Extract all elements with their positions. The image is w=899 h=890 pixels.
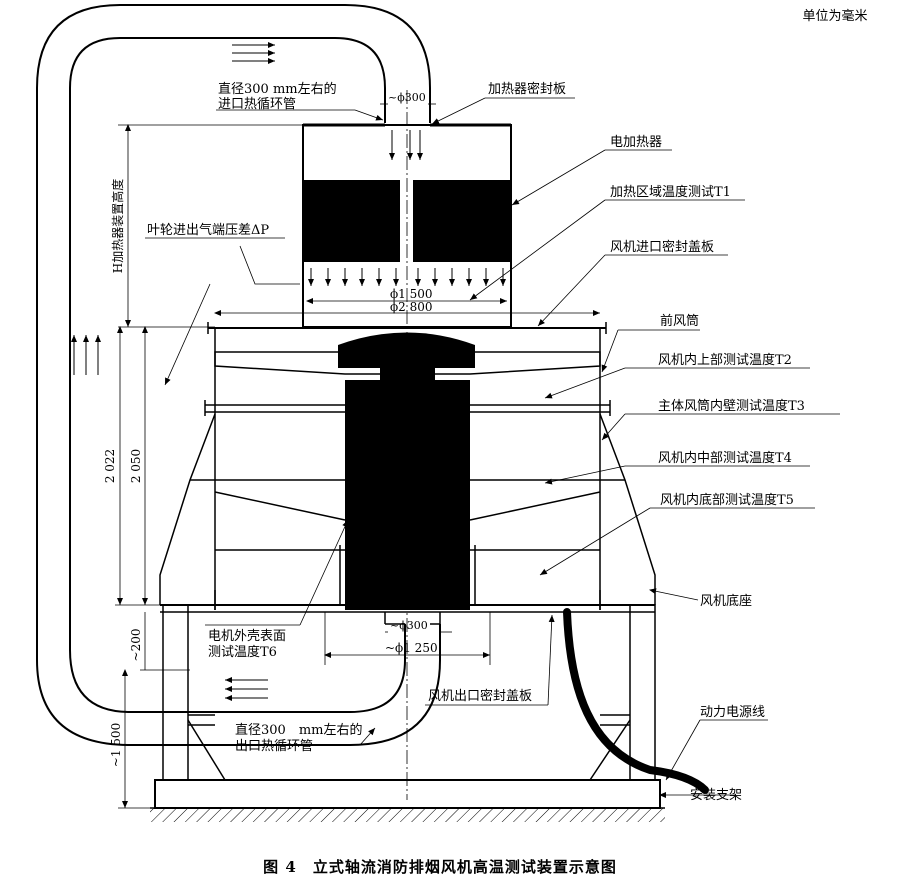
- heater-element-right: [413, 180, 511, 262]
- label-middle-temp: 风机内中部测试温度T4: [658, 450, 792, 466]
- unit-note: 单位为毫米: [802, 8, 867, 24]
- dim-h1500: ~1 500: [109, 723, 123, 767]
- dimension-lines: [115, 103, 600, 809]
- dim-h2022: 2 022: [103, 449, 117, 483]
- label-outlet-pipe-line2: 出口热循环管: [235, 739, 313, 754]
- label-front-duct: 前风筒: [660, 313, 699, 329]
- dim-phi1500: ϕ1 500: [390, 287, 433, 301]
- label-bottom-temp: 风机内底部测试温度T5: [660, 492, 794, 508]
- dim-phi300-bottom: ~ϕ300: [390, 619, 428, 632]
- dim-phi2800: ϕ2 800: [390, 300, 433, 314]
- label-outlet-pipe-line1: 直径300 mm左右的: [235, 722, 362, 738]
- figure-caption: 图 4 立式轴流消防排烟风机高温测试装置示意图: [263, 858, 617, 876]
- label-motor-shell-line1: 电机外壳表面: [208, 629, 286, 644]
- hub-connector: [380, 368, 435, 380]
- leader-lines: [145, 97, 840, 798]
- fan-body: [159, 322, 656, 613]
- label-inner-wall-temp: 主体风筒内壁测试温度T3: [658, 398, 805, 414]
- dim-phi1250: ~ϕ1 250: [385, 641, 438, 655]
- label-fan-base: 风机底座: [700, 593, 752, 609]
- electric-heater-box: [302, 123, 512, 328]
- label-power-cable: 动力电源线: [700, 705, 765, 720]
- label-impeller-dp: 叶轮进出气端压差ΔP: [147, 222, 269, 238]
- impeller-hub: [338, 332, 475, 368]
- pipe-flow-arrows: [71, 42, 275, 701]
- label-heater-seal-plate: 加热器密封板: [488, 81, 566, 97]
- label-motor-shell-line2: 测试温度T6: [208, 644, 277, 660]
- dim-h2050: 2 050: [129, 449, 143, 483]
- label-inlet-pipe-line1: 直径300 mm左右的: [218, 81, 337, 97]
- motor: [345, 380, 470, 610]
- dim-h200: ~200: [129, 629, 143, 662]
- outlet-pipe-stub: [384, 612, 441, 625]
- label-heating-zone-temp: 加热区域温度测试T1: [610, 184, 731, 200]
- label-mount-frame: 安装支架: [690, 788, 742, 803]
- label-heater-height: H加热器装置高度: [110, 179, 125, 273]
- label-fan-inlet-cover: 风机进口密封盖板: [610, 239, 714, 255]
- label-inlet-pipe-line2: 进口热循环管: [218, 97, 296, 112]
- ground-hatching: [150, 808, 665, 822]
- label-electric-heater: 电加热器: [610, 135, 662, 150]
- label-fan-outlet-cover: 风机出口密封盖板: [428, 688, 532, 704]
- label-upper-temp: 风机内上部测试温度T2: [658, 352, 792, 368]
- power-cable: [563, 608, 709, 794]
- heater-element-left: [303, 180, 400, 262]
- circulation-pipe: [36, 4, 441, 746]
- dim-phi300-top: ~ϕ300: [388, 91, 426, 104]
